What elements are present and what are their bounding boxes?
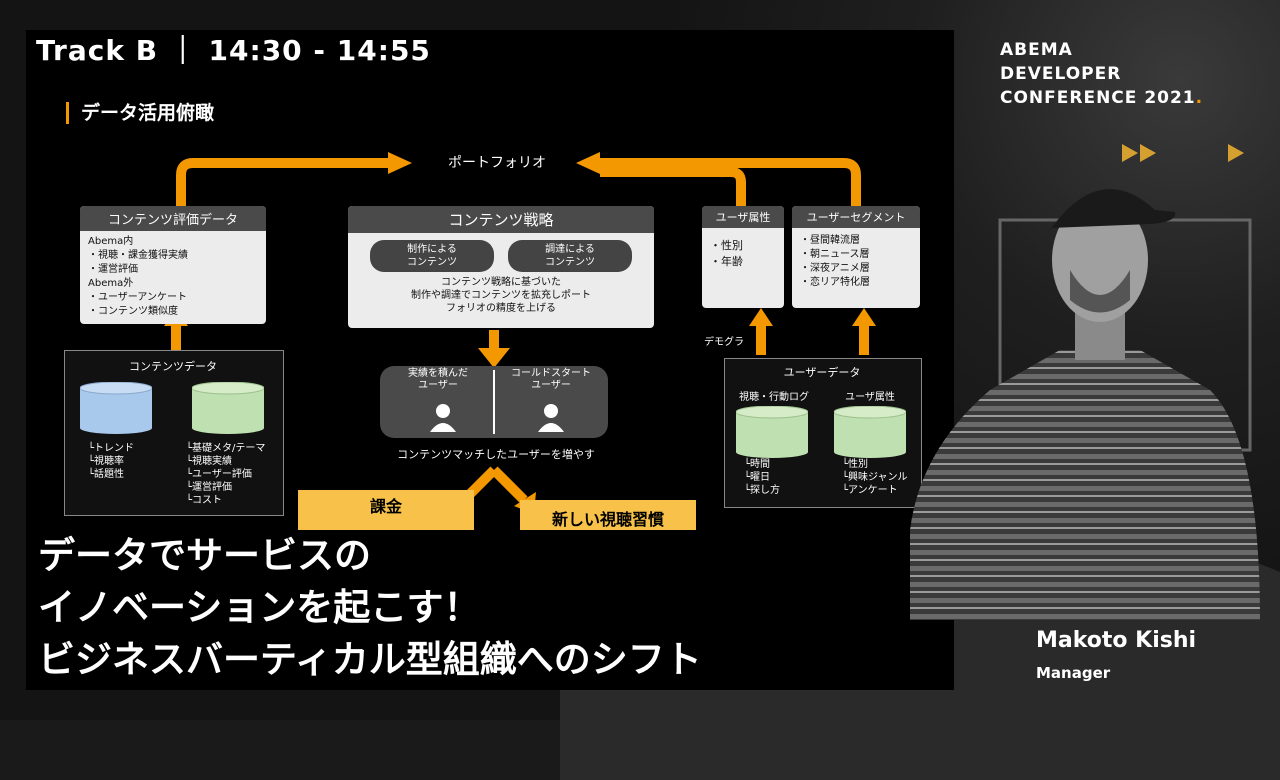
- speaker-photo: [910, 189, 1260, 620]
- content-eval-header: コンテンツ評価データ: [80, 206, 266, 231]
- arrowhead-left: [388, 152, 412, 174]
- content-data-label: コンテンツデータ: [129, 360, 217, 373]
- portfolio-label: ポートフォリオ: [448, 155, 546, 171]
- user-segment-body: ・昼間韓流層 ・朝ニュース層 ・深夜アニメ層 ・恋リア特化層: [800, 235, 870, 288]
- user-data-list2: └性別 └興味ジャンル └アンケート: [842, 459, 908, 496]
- user-segment-header: ユーザーセグメント: [792, 206, 920, 228]
- brand-dot: .: [1195, 88, 1204, 108]
- speaker-role: Manager: [1036, 664, 1111, 682]
- content-eval-body: Abema内 ・視聴・課金獲得実績 ・運営評価 Abema外 ・ユーザーアンケー…: [88, 236, 188, 317]
- user-data-col2: ユーザ属性: [845, 392, 895, 403]
- headline-line2: イノベーションを起こす！: [38, 586, 481, 629]
- pill-procurement: 調達による コンテンツ: [508, 240, 632, 272]
- headline: データでサービスの イノベーションを起こす！ ビジネスバーティカル型組織へのシフ…: [38, 530, 702, 686]
- arrowhead-down: [478, 348, 510, 368]
- arrow-eval-to-portfolio: [176, 158, 388, 208]
- slide: データ活用俯瞰 ポートフォリオ コンテンツ評価データ Abema内 ・視聴・課: [26, 30, 954, 690]
- strategy-desc: コンテンツ戦略に基づいた 制作や調達でコンテンツを拡充しポート フォリオの精度を…: [411, 277, 591, 314]
- content-eval-box: コンテンツ評価データ Abema内 ・視聴・課金獲得実績 ・運営評価 Abema…: [80, 206, 266, 324]
- green-cylinder: [192, 382, 264, 434]
- yellow-box-new-habit: 新しい視聴習慣: [520, 500, 696, 530]
- demogra-label: デモグラ: [704, 337, 744, 348]
- user-data-col1: 視聴・行動ログ: [739, 392, 809, 403]
- speaker-name: Makoto Kishi: [1036, 628, 1197, 653]
- arrowhead-up2: [749, 308, 773, 326]
- headline-line1: データでサービスの: [38, 534, 371, 577]
- user-icon-right: [538, 404, 564, 432]
- blue-cylinder: [80, 382, 152, 434]
- user-attr-box: ユーザ属性 ・性別 ・年齢: [702, 206, 784, 308]
- track-label: Track B ｜ 14:30 - 14:55: [26, 30, 520, 72]
- brand-line1: ABEMA: [1000, 40, 1073, 60]
- arrowhead-right: [576, 152, 600, 174]
- arrowhead-up3: [852, 308, 876, 326]
- users-right-label: コールドスタート ユーザー: [511, 368, 591, 391]
- user-attr-body: ・性別 ・年齢: [710, 239, 743, 268]
- arrow-attr-to-portfolio: [600, 167, 746, 208]
- arrow-segment-to-portfolio: [600, 158, 861, 208]
- content-data-list2: └基礎メタ/テーマ └視聴実績 └ユーザー評価 └運営評価 └コスト: [186, 443, 266, 506]
- content-data-list1: └トレンド └視聴率 └話題性: [88, 443, 135, 480]
- users-caption: コンテンツマッチしたユーザーを増やす: [397, 448, 595, 461]
- yellow-box-billing: 課金: [298, 490, 474, 530]
- brand-line2: DEVELOPER: [1000, 64, 1122, 84]
- user-icon-left: [430, 404, 456, 432]
- green-cylinder-2: [736, 406, 808, 458]
- slide-title: データ活用俯瞰: [66, 102, 214, 124]
- user-data-list1: └時間 └曜日 └探し方: [744, 459, 781, 496]
- strategy-header: コンテンツ戦略: [348, 206, 654, 233]
- users-left-label: 実績を積んだ ユーザー: [408, 368, 468, 391]
- play-arrows-icon: [1122, 144, 1244, 162]
- user-segment-box: ユーザーセグメント ・昼間韓流層 ・朝ニュース層 ・深夜アニメ層 ・恋リア特化層: [792, 206, 920, 308]
- pill-production: 制作による コンテンツ: [370, 240, 494, 272]
- brand-line3-text: CONFERENCE 2021: [1000, 88, 1196, 108]
- green-cylinder-3: [834, 406, 906, 458]
- users-divider: [493, 370, 495, 434]
- user-data-label: ユーザーデータ: [783, 366, 861, 379]
- user-attr-header: ユーザ属性: [702, 206, 784, 228]
- brand-logo: ABEMA DEVELOPER CONFERENCE 2021.: [1000, 38, 1203, 110]
- arrow-split-right: [490, 466, 528, 504]
- headline-line3: ビジネスバーティカル型組織へのシフト: [38, 638, 702, 681]
- brand-line3: CONFERENCE 2021.: [1000, 86, 1203, 110]
